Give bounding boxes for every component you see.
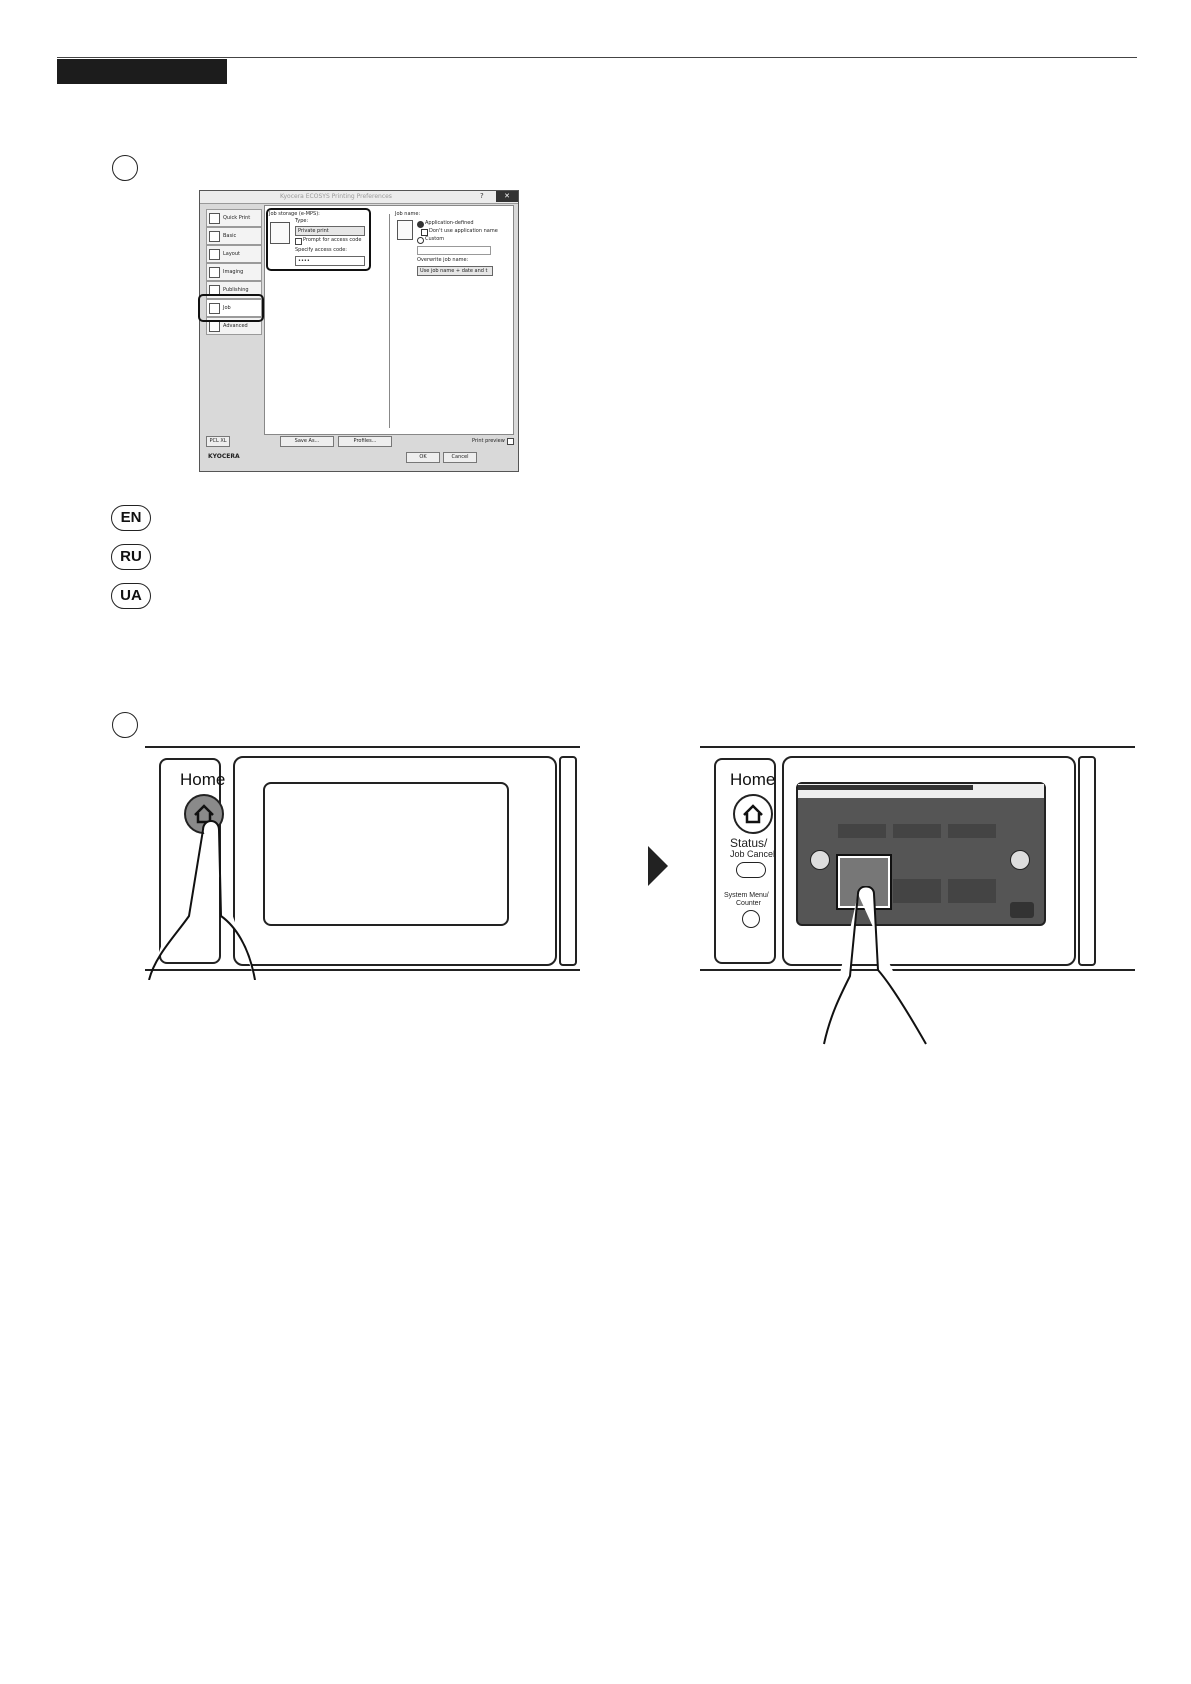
dialog-title: Kyocera ECOSYS Printing Preferences [280, 193, 392, 200]
print-preview-label: Print preview [472, 438, 505, 444]
side-edge-2 [1078, 756, 1096, 966]
screen-title-strip [798, 785, 973, 790]
next-arrow-icon [648, 846, 668, 886]
advanced-icon [209, 321, 220, 332]
help-icon[interactable]: ? [480, 192, 484, 200]
panel-bottom-edge-2 [700, 969, 1135, 971]
radio-application-defined[interactable] [417, 221, 424, 228]
prompt-checkbox[interactable] [295, 238, 302, 245]
radio-custom[interactable] [417, 237, 424, 244]
dont-use-app-name-label: Don't use application name [429, 228, 498, 234]
job-name-label: Job name: [395, 211, 421, 217]
touch-screen-on[interactable] [796, 782, 1046, 926]
status-button[interactable] [736, 862, 766, 878]
ok-button[interactable]: OK [406, 452, 440, 463]
lang-badge-ua: UA [111, 583, 151, 609]
type-label: Type: [295, 218, 309, 224]
counter-label: Counter [736, 900, 761, 907]
panel-bottom-edge [145, 969, 580, 971]
type-select[interactable]: Private print [295, 226, 365, 236]
system-menu-button[interactable] [742, 910, 760, 928]
basic-icon [209, 231, 220, 242]
access-code-input[interactable]: •••• [295, 256, 365, 266]
section-header-bar [57, 59, 227, 84]
layout-icon [209, 249, 220, 260]
print-preview-checkbox[interactable] [507, 438, 514, 445]
home-icon-2 [743, 804, 763, 824]
step-1-circle [112, 155, 138, 181]
home-button-2[interactable] [733, 794, 773, 834]
panel-separator [389, 214, 390, 428]
cancel-button[interactable]: Cancel [443, 452, 477, 463]
save-as-button[interactable]: Save As... [280, 436, 334, 447]
app-tile[interactable] [948, 879, 996, 903]
job-tab-highlight [198, 294, 264, 322]
dialog-title-bar: Kyocera ECOSYS Printing Preferences ? ✕ [200, 191, 518, 204]
lang-badge-en: EN [111, 505, 151, 531]
sidebar-item-imaging[interactable]: Imaging [206, 263, 262, 281]
prompt-label: Prompt for access code [303, 237, 362, 243]
header-rule [57, 57, 1137, 58]
finger-pointer-icon [148, 820, 256, 980]
button-column-2 [714, 758, 776, 964]
imaging-icon [209, 267, 220, 278]
application-defined-label: Application-defined [425, 220, 474, 226]
pcl-button[interactable]: PCL XL [206, 436, 230, 447]
job-icon [209, 303, 220, 314]
home-label-2: Home [730, 770, 776, 789]
app-tile[interactable] [838, 824, 886, 838]
sidebar-item-layout[interactable]: Layout [206, 245, 262, 263]
side-edge [559, 756, 577, 966]
status-label: Status/ [730, 836, 768, 850]
panel-top-edge [145, 746, 580, 748]
lang-badge-ru: RU [111, 544, 151, 570]
home-icon [194, 804, 214, 824]
app-tile[interactable] [893, 824, 941, 838]
job-storage-icon [270, 222, 290, 244]
dont-use-app-name-checkbox[interactable] [421, 229, 428, 236]
job-cancel-label: Job Cancel [730, 849, 776, 859]
job-storage-label: Job storage (e-MPS): [269, 211, 320, 217]
job-name-icon [397, 220, 413, 240]
custom-label: Custom [425, 236, 445, 242]
scroll-right-button[interactable] [1010, 850, 1030, 870]
close-button[interactable]: ✕ [496, 191, 518, 202]
app-tile[interactable] [948, 824, 996, 838]
overwrite-label: Overwrite job name: [417, 257, 469, 263]
app-grid-button[interactable] [1010, 902, 1034, 918]
touch-screen-off[interactable] [263, 782, 509, 926]
access-code-label: Specify access code: [295, 247, 347, 253]
sidebar-item-quick-print[interactable]: Quick Print [206, 209, 262, 227]
custom-name-input[interactable] [417, 246, 491, 255]
job-storage-highlight [266, 208, 371, 271]
quick-print-icon [209, 213, 220, 224]
step-2-circle [112, 712, 138, 738]
overwrite-select[interactable]: Use job name + date and t [417, 266, 493, 276]
system-menu-label: System Menu/ [724, 892, 769, 899]
profiles-button[interactable]: Profiles... [338, 436, 392, 447]
finger-pointer-icon-2 [823, 886, 927, 1045]
scroll-left-button[interactable] [810, 850, 830, 870]
kyocera-logo: KYOCERA [208, 453, 240, 460]
sidebar-item-job[interactable]: Job [206, 299, 262, 317]
home-label: Home [180, 770, 226, 789]
printing-preferences-dialog: Kyocera ECOSYS Printing Preferences ? ✕ … [198, 190, 519, 472]
job-settings-panel: Job storage (e-MPS): Type: Private print… [264, 205, 514, 435]
app-tile[interactable] [893, 879, 941, 903]
control-panel-after: Home Status/ Job Cancel System Menu/ Cou… [700, 746, 1135, 1046]
sidebar-item-basic[interactable]: Basic [206, 227, 262, 245]
control-panel-before: Home [145, 746, 580, 980]
panel-top-edge-2 [700, 746, 1135, 748]
